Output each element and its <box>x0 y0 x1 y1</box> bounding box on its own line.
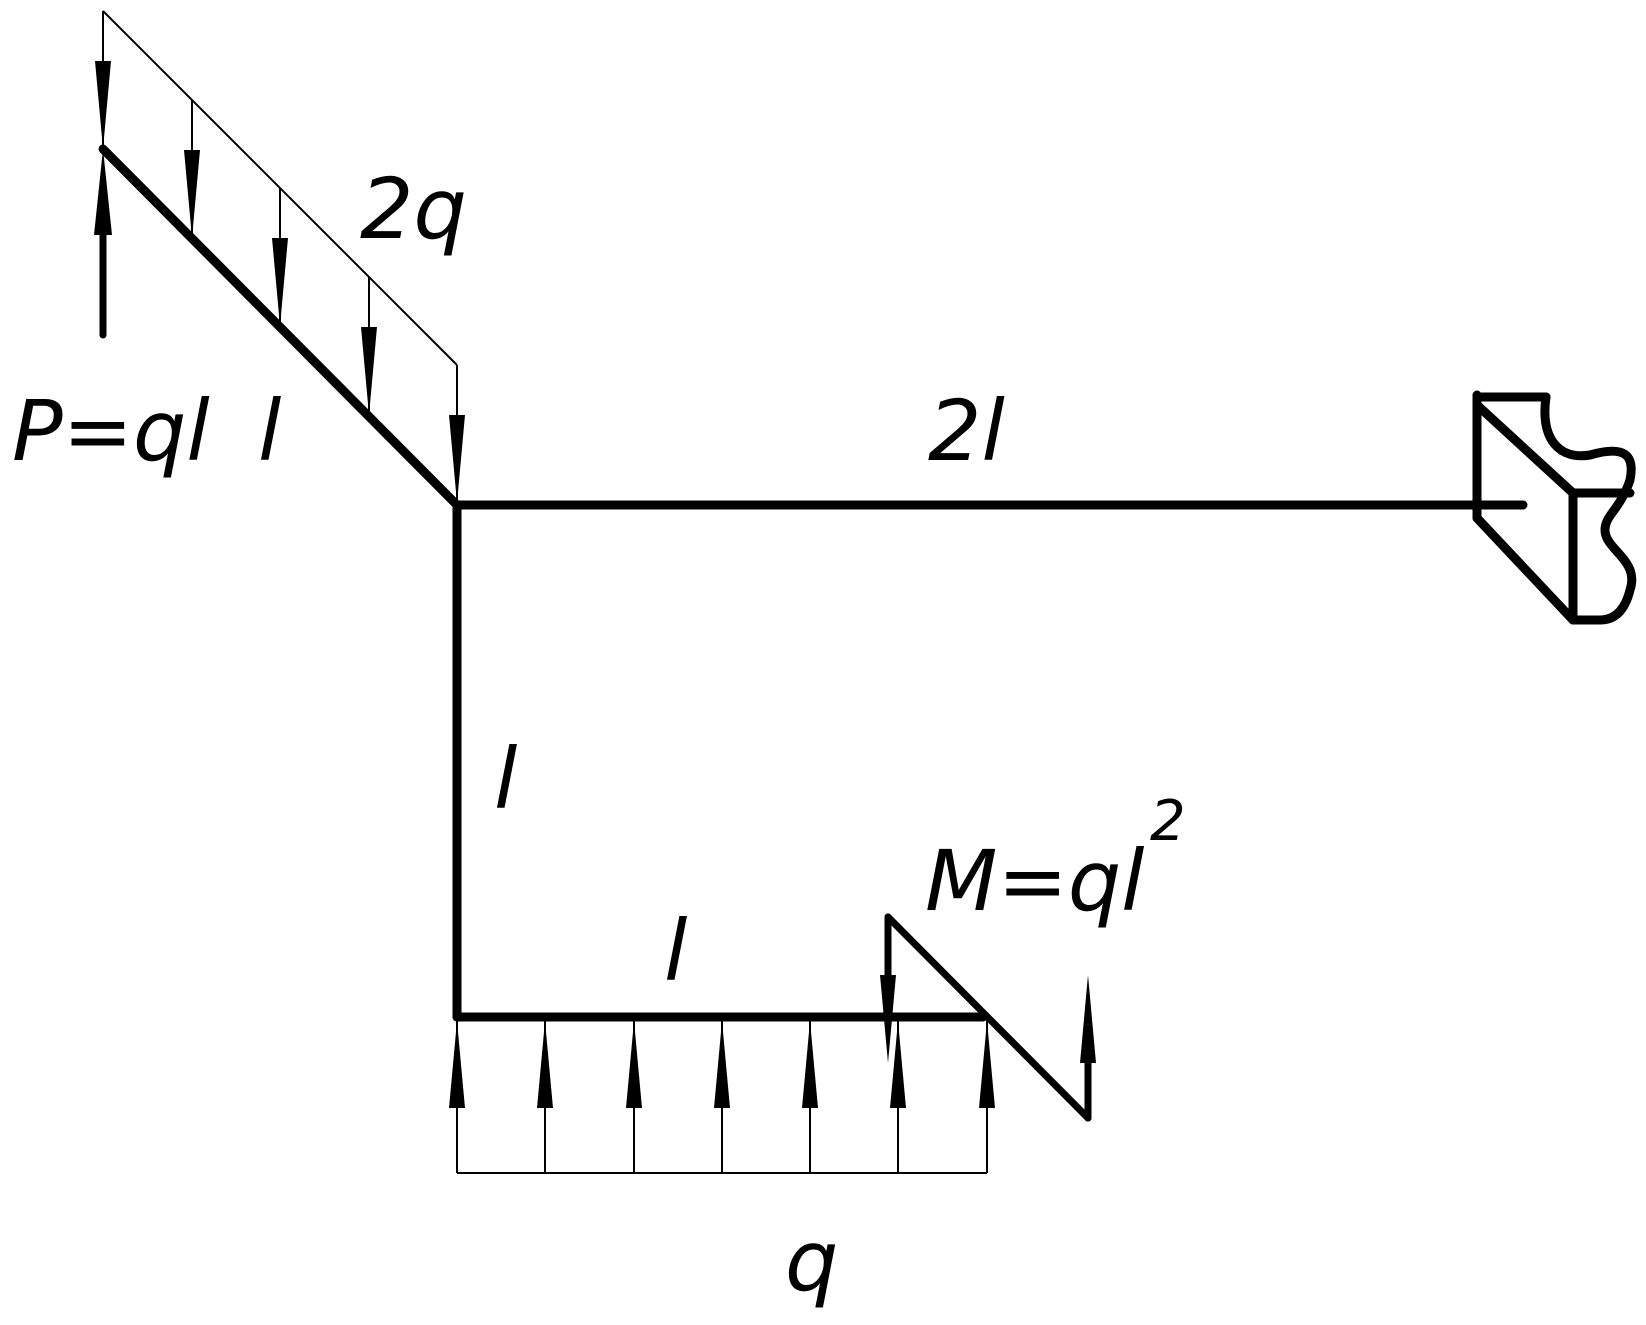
frame-members <box>98 144 1528 1022</box>
label-length-vertical: l <box>494 730 517 828</box>
load-arrow <box>890 1021 906 1173</box>
label-2q: 2q <box>360 160 467 258</box>
load-arrow <box>95 11 111 149</box>
label-q: q <box>785 1212 838 1310</box>
distributed-load-q <box>449 1021 995 1174</box>
load-arrow <box>714 1021 730 1173</box>
load-arrow <box>449 1021 465 1173</box>
load-arrow <box>272 188 288 326</box>
load-arrow <box>184 100 200 238</box>
moment-couple <box>880 913 1096 1122</box>
load-arrow <box>626 1021 642 1173</box>
load-arrow <box>802 1021 818 1173</box>
distributed-load-2q <box>95 10 465 503</box>
label-length-incline: l <box>258 382 281 480</box>
label-moment-exponent: 2 <box>1150 789 1186 854</box>
label-length-bottom: l <box>664 902 687 1000</box>
load-arrow <box>537 1021 553 1173</box>
load-arrow <box>361 277 377 415</box>
label-force-p: P=ql <box>12 382 210 480</box>
label-length-top: 2l <box>928 382 1005 480</box>
load-arrow <box>449 365 465 503</box>
label-moment: M=ql <box>925 832 1145 930</box>
inclined-member <box>98 144 462 510</box>
fixed-support <box>1472 390 1637 625</box>
force-p-arrow <box>94 149 112 339</box>
load-arrow <box>979 1021 995 1173</box>
